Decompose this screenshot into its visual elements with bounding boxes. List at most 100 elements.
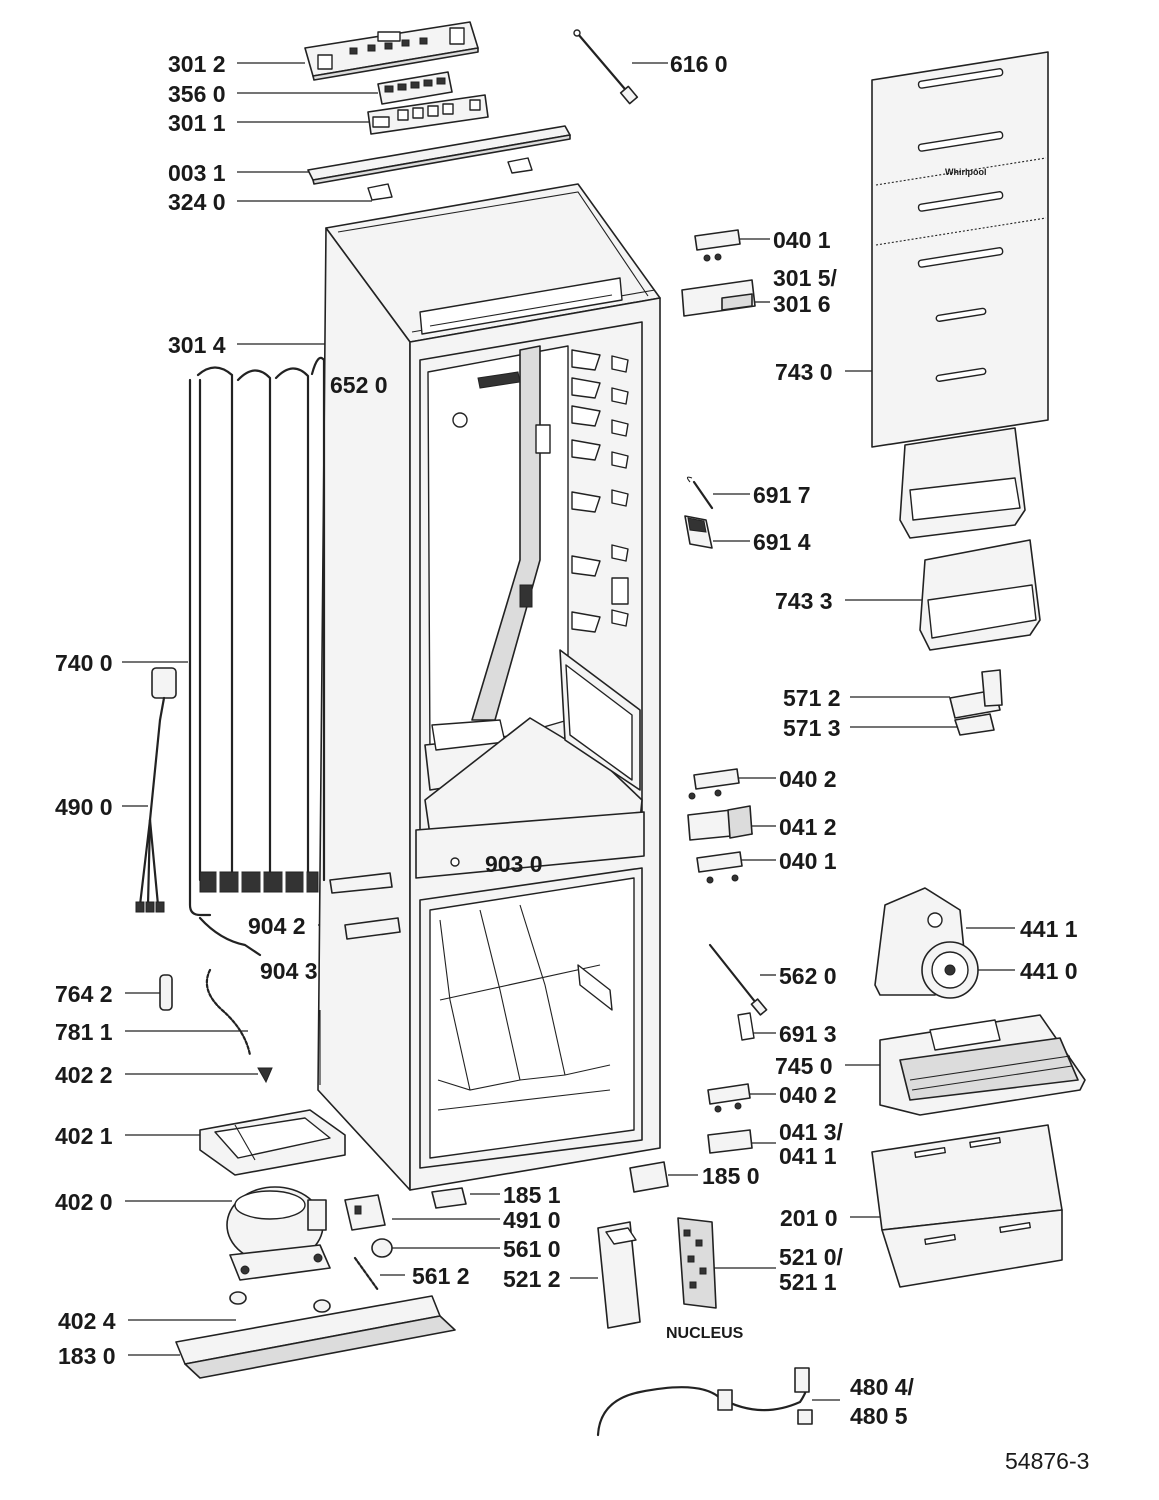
- grommet-part: [257, 1067, 273, 1084]
- power-cord-part: [135, 667, 177, 913]
- hinge-bracket-040-2a: [688, 768, 740, 800]
- label-041-2: 041 2: [779, 814, 837, 840]
- label-904-2: 904 2: [248, 913, 306, 939]
- label-356-0: 356 0: [168, 81, 226, 107]
- label-402-1: 402 1: [55, 1123, 113, 1149]
- label-040-1-mid: 040 1: [779, 848, 837, 874]
- label-301-6: 301 6: [773, 291, 831, 317]
- label-040-2-low: 040 2: [779, 1082, 837, 1108]
- hinge-185-1: [431, 1187, 467, 1209]
- hinge-bracket-040-2b: [707, 1083, 751, 1113]
- label-745-0: 745 0: [775, 1053, 833, 1079]
- label-041-3: 041 3/: [779, 1119, 844, 1145]
- hinge-cover-part: [367, 183, 393, 201]
- label-781-1: 781 1: [55, 1019, 113, 1045]
- label-691-3: 691 3: [779, 1021, 837, 1047]
- control-panel-part: [367, 94, 489, 135]
- label-183-0: 183 0: [58, 1343, 116, 1369]
- label-490-0: 490 0: [55, 794, 113, 820]
- bracket-904-3: [344, 917, 401, 940]
- label-521-2: 521 2: [503, 1266, 561, 1292]
- label-480-4: 480 4/: [850, 1374, 915, 1400]
- label-571-3: 571 3: [783, 715, 841, 741]
- freezer-door-bin-part: [919, 539, 1041, 651]
- evaporator-part: [879, 1014, 1086, 1116]
- control-board-part: [377, 71, 453, 105]
- door-brand-logo: Whirlpool: [945, 167, 987, 177]
- door-part: Whirlpool: [871, 51, 1049, 539]
- hinge-571-3: [954, 713, 995, 736]
- label-301-1: 301 1: [168, 110, 226, 136]
- label-521-1: 521 1: [779, 1269, 837, 1295]
- label-903-0: 903 0: [485, 851, 543, 877]
- label-764-2: 764 2: [55, 981, 113, 1007]
- freezer-racks: [437, 904, 613, 1111]
- label-324-0: 324 0: [168, 189, 226, 215]
- shelf-supports: [519, 349, 629, 633]
- label-003-1: 003 1: [168, 160, 226, 186]
- probe-562-0: [708, 943, 768, 1016]
- label-521-0: 521 0/: [779, 1244, 844, 1270]
- reference-number: 54876-3: [1005, 1448, 1089, 1474]
- label-185-0: 185 0: [702, 1163, 760, 1189]
- probe-sensor-part: [573, 29, 639, 105]
- wire-561-2: [353, 1256, 380, 1292]
- condenser-part: [188, 356, 326, 957]
- label-301-5: 301 5/: [773, 265, 838, 291]
- hinge-bracket-040-1b: [696, 851, 743, 884]
- handle-691-4: [684, 515, 713, 549]
- evaporation-tray-part: [199, 1109, 346, 1176]
- label-185-1: 185 1: [503, 1182, 561, 1208]
- control-housing-part: [304, 21, 479, 81]
- relay-part: [344, 1194, 386, 1231]
- label-402-0: 402 0: [55, 1189, 113, 1215]
- fan-part: [921, 941, 979, 999]
- label-691-4: 691 4: [753, 529, 811, 555]
- bracket-904-2: [329, 872, 393, 894]
- label-441-1: 441 1: [1020, 916, 1078, 942]
- top-rail-part: [307, 125, 571, 185]
- label-402-4: 402 4: [58, 1308, 116, 1334]
- filter-drier-part: [159, 974, 173, 1011]
- suction-hose-part: [205, 968, 252, 1057]
- main-board-part: [677, 1217, 717, 1309]
- spring-691-7: [686, 476, 714, 510]
- label-561-2: 561 2: [412, 1263, 470, 1289]
- label-nucleus: NUCLEUS: [666, 1325, 744, 1342]
- hinge-185-0: [629, 1161, 669, 1193]
- hinge-571-2: [949, 669, 1003, 719]
- label-040-1-top: 040 1: [773, 227, 831, 253]
- label-301-2: 301 2: [168, 51, 226, 77]
- hinge-301-5: [681, 279, 756, 317]
- part-labels: 301 2 356 0 301 1 003 1 324 0 616 0 040 …: [55, 51, 1089, 1474]
- compressor-base-part: [175, 1295, 456, 1379]
- label-904-3: 904 3: [260, 958, 318, 984]
- label-691-7: 691 7: [753, 482, 811, 508]
- label-491-0: 491 0: [503, 1207, 561, 1233]
- electronic-box-part: [597, 1221, 641, 1329]
- compressor-part: [226, 1186, 331, 1281]
- label-562-0: 562 0: [779, 963, 837, 989]
- wiring-harness-part: [596, 1367, 813, 1437]
- label-301-4: 301 4: [168, 332, 226, 358]
- label-571-2: 571 2: [783, 685, 841, 711]
- hinge-041-3: [707, 1129, 753, 1154]
- label-201-0: 201 0: [780, 1205, 838, 1231]
- label-561-0: 561 0: [503, 1236, 561, 1262]
- hinge-bracket-040-1a: [694, 229, 741, 262]
- compressor-feet-part: [229, 1291, 331, 1313]
- hinge-041-2: [687, 805, 753, 841]
- cabinet: [317, 183, 661, 1191]
- clip-691-3: [737, 1012, 755, 1041]
- label-441-0: 441 0: [1020, 958, 1078, 984]
- label-040-2-mid: 040 2: [779, 766, 837, 792]
- capacitor-part: [371, 1238, 393, 1258]
- lamp-cover-part: [477, 371, 521, 389]
- label-480-5: 480 5: [850, 1403, 908, 1429]
- label-652-0: 652 0: [330, 372, 388, 398]
- label-740-0: 740 0: [55, 650, 113, 676]
- label-041-1: 041 1: [779, 1143, 837, 1169]
- label-743-0: 743 0: [775, 359, 833, 385]
- label-743-3: 743 3: [775, 588, 833, 614]
